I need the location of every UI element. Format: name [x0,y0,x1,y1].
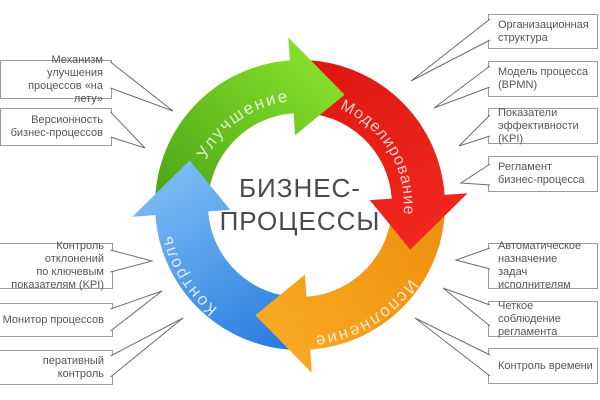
callout-process-regulation: Регламент бизнес-процесса [488,156,598,192]
callout-operational-control: перативный контроль [0,350,113,385]
diagram-title-line2: ПРОЦЕССЫ [219,206,381,236]
arrow-improvement [155,37,345,206]
callout-kpi-indicators: Показатели эффективности (KPI) [488,107,598,145]
callout-process-model-bpmn: Модель процесса (BPMN) [488,61,598,97]
callout-strict-regulation: Четкое соблюдение регламента [488,300,598,338]
diagram-title: БИЗНЕС- ПРОЦЕССЫ [200,172,400,238]
callout-org-structure: Организационная структура [488,14,598,49]
callout-auto-task-assignment: Автоматическое назначение задач исполнит… [488,240,598,291]
callout-kpi-deviation-control: Контроль отклонений по ключевым показате… [0,240,113,291]
arrow-control [132,160,300,350]
callout-improvement-mechanism: Механизм улучшения процессов «на лету» [0,54,112,105]
arrow-execution-head [255,274,326,373]
callout-process-versioning: Версионность бизнес-процессов [0,108,112,146]
callout-process-monitor: Монитор процессов [0,303,113,337]
diagram-title-line1: БИЗНЕС- [238,173,361,203]
callout-time-control: Контроль времени [488,348,598,384]
arrow-modeling [300,60,468,250]
